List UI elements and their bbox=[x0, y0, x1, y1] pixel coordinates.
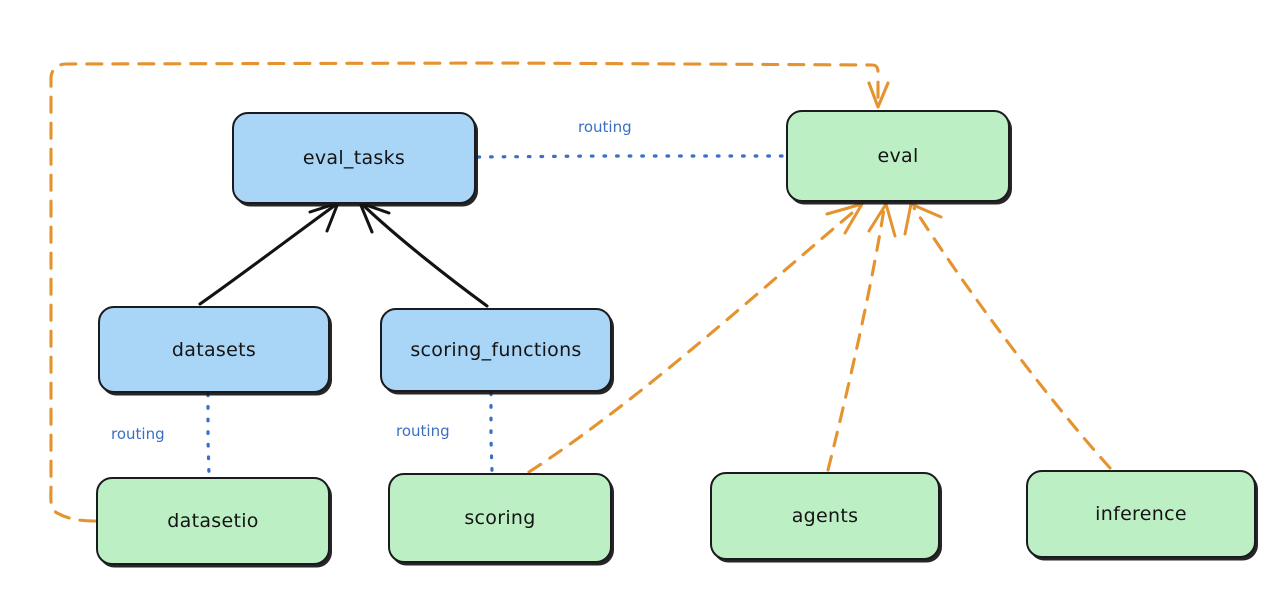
node-datasets[interactable]: datasets bbox=[98, 306, 330, 393]
node-label: scoring bbox=[464, 507, 536, 529]
node-label: eval_tasks bbox=[302, 147, 406, 169]
node-label: datasetio bbox=[167, 510, 259, 532]
edge-scoring-to-eval bbox=[527, 202, 864, 474]
node-label: scoring_functions bbox=[410, 339, 582, 361]
edge-label-routing-eval: routing bbox=[578, 118, 632, 136]
edge-agents-to-eval bbox=[826, 202, 897, 472]
edge-eval_tasks-to-eval bbox=[476, 154, 786, 159]
node-inference[interactable]: inference bbox=[1026, 470, 1256, 558]
edge-label-routing-datasets: routing bbox=[111, 425, 165, 443]
node-label: agents bbox=[791, 505, 859, 527]
node-datasetio[interactable]: datasetio bbox=[96, 477, 330, 565]
node-scoring-functions[interactable]: scoring_functions bbox=[380, 308, 612, 392]
edge-datasets-to-datasetio bbox=[206, 392, 211, 477]
node-agents[interactable]: agents bbox=[710, 472, 940, 560]
node-scoring[interactable]: scoring bbox=[388, 473, 612, 563]
node-label: datasets bbox=[171, 338, 257, 361]
edge-label-routing-scoring: routing bbox=[396, 422, 450, 440]
edge-scoringfn-to-eval_tasks bbox=[358, 201, 489, 308]
node-label: eval bbox=[877, 145, 919, 167]
edge-scoringfn-to-scoring bbox=[489, 391, 494, 473]
node-eval[interactable]: eval bbox=[786, 110, 1010, 202]
edge-inference-to-eval bbox=[903, 202, 1112, 470]
node-label: inference bbox=[1095, 503, 1187, 525]
node-eval-tasks[interactable]: eval_tasks bbox=[232, 112, 476, 204]
edge-datasets-to-eval_tasks bbox=[198, 201, 340, 306]
edge-datasetio-to-eval bbox=[49, 61, 890, 523]
